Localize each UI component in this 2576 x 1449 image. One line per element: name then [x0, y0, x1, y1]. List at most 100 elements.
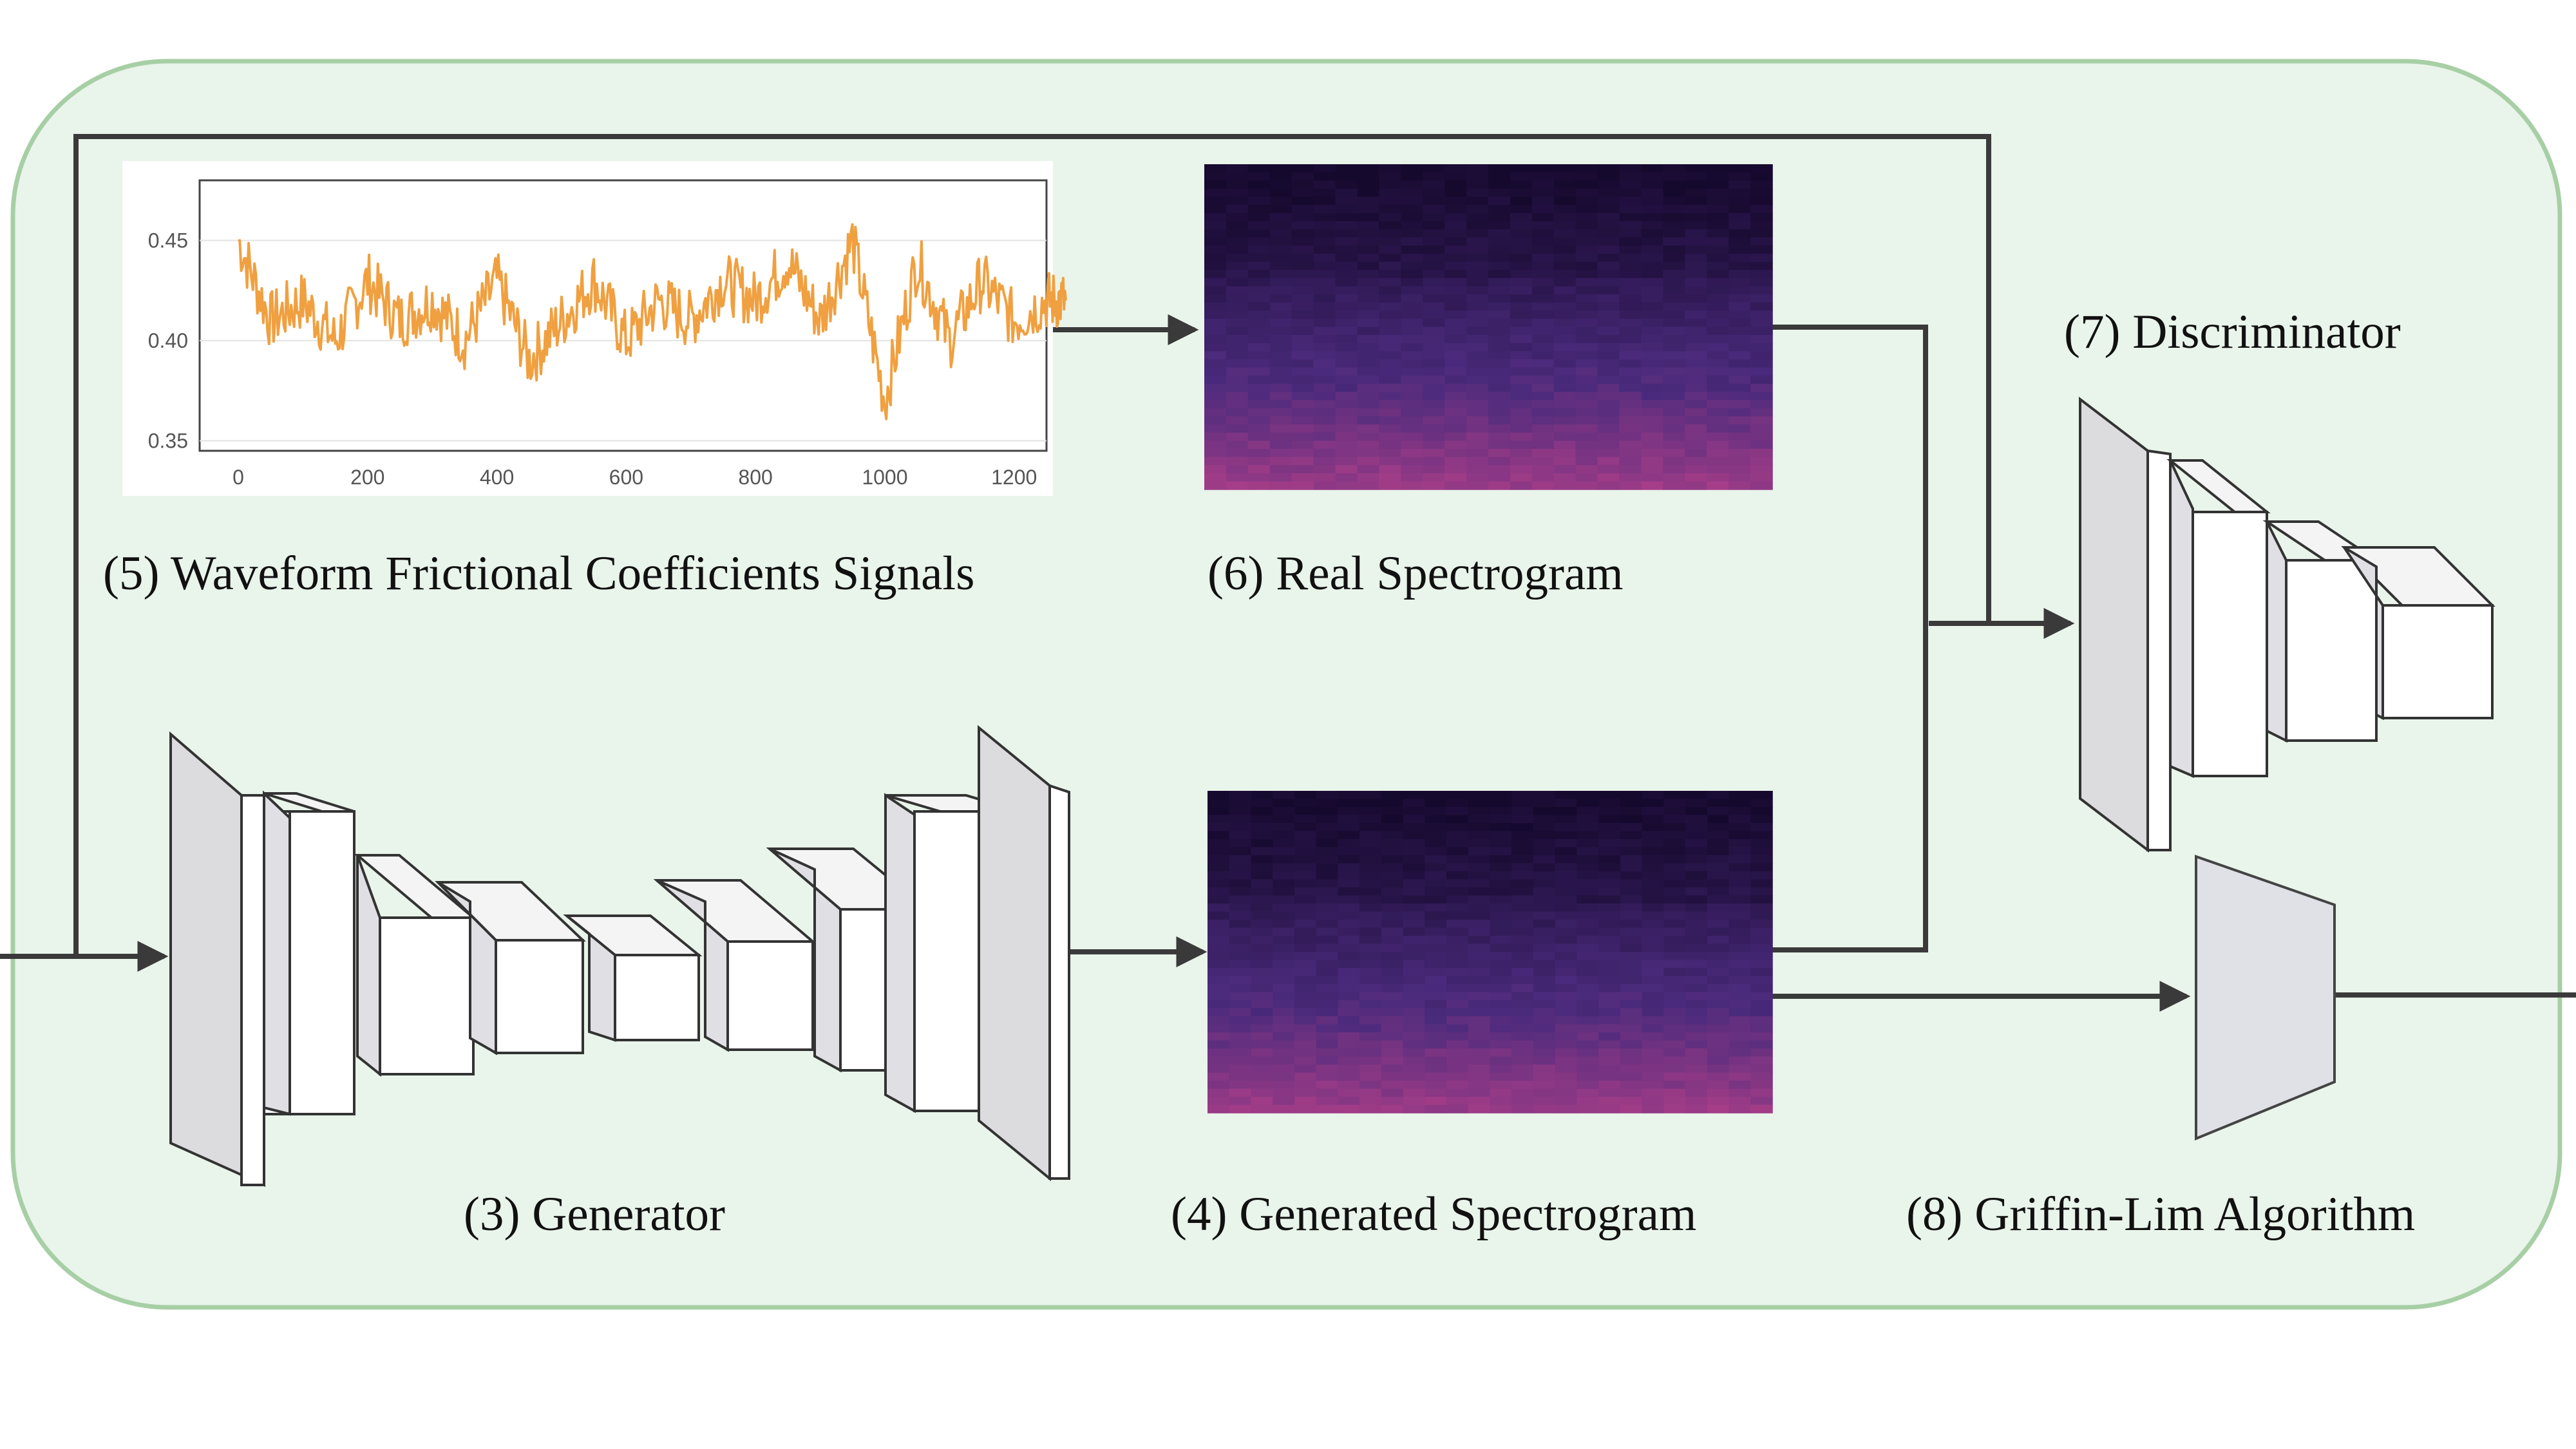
spectrogram-cell	[1251, 879, 1273, 888]
spectrogram-cell	[1379, 400, 1402, 409]
spectrogram-cell	[1247, 180, 1271, 189]
spectrogram-cell	[1208, 952, 1230, 961]
spectrogram-cell	[1533, 943, 1556, 952]
spectrogram-cell	[1642, 1016, 1665, 1025]
spectrogram-cell	[1294, 815, 1317, 824]
spectrogram-cell	[1663, 1065, 1686, 1074]
spectrogram-cell	[1313, 473, 1336, 482]
spectrogram-cell	[1226, 270, 1249, 279]
spectrogram-cell	[1379, 383, 1402, 393]
spectrogram-cell	[1490, 1000, 1512, 1009]
spectrogram-cell	[1685, 286, 1707, 295]
spectrogram-cell	[1619, 448, 1642, 458]
spectrogram-cell	[1597, 457, 1620, 466]
spectrogram-cell	[1750, 887, 1773, 896]
spectrogram-cell	[1291, 343, 1314, 352]
spectrogram-cell	[1468, 895, 1491, 904]
spectrogram-cell	[1642, 1032, 1665, 1041]
spectrogram-cell	[1359, 831, 1382, 840]
spectrogram-cell	[1446, 968, 1469, 977]
spectrogram-cell	[1468, 992, 1491, 1001]
spectrogram-cell	[1468, 855, 1491, 864]
spectrogram-cell	[1641, 392, 1664, 401]
spectrogram-cell	[1511, 863, 1534, 872]
spectrogram-cell	[1291, 408, 1314, 417]
spectrogram-cell	[1468, 1000, 1491, 1009]
spectrogram-cell	[1707, 1065, 1730, 1074]
spectrogram-cell	[1357, 213, 1380, 222]
spectrogram-cell	[1488, 375, 1511, 384]
spectrogram-cell	[1338, 823, 1360, 832]
spectrogram-cell	[1335, 229, 1358, 238]
spectrogram-cell	[1229, 1000, 1252, 1009]
spectrogram-cell	[1619, 270, 1642, 279]
spectrogram-cell	[1446, 831, 1469, 840]
spectrogram-cell	[1510, 473, 1533, 482]
spectrogram-cell	[1707, 294, 1729, 303]
spectrogram-cell	[1446, 1097, 1469, 1106]
spectrogram-cell	[1247, 375, 1271, 384]
spectrogram-cell	[1269, 302, 1293, 311]
spectrogram-cell	[1663, 960, 1686, 969]
spectrogram-cell	[1269, 253, 1293, 263]
spectrogram-cell	[1728, 863, 1751, 872]
spectrogram-cell	[1728, 424, 1751, 433]
spectrogram-cell	[1642, 960, 1665, 969]
spectrogram-cell	[1294, 1008, 1317, 1017]
spectrogram-cell	[1229, 807, 1252, 816]
spectrogram-cell	[1533, 1104, 1556, 1113]
spectrogram-cell	[1204, 188, 1227, 198]
spectrogram-cell	[1446, 847, 1469, 856]
spectrogram-cell	[1707, 936, 1730, 945]
spectrogram-cell	[1247, 229, 1271, 238]
spectrogram-cell	[1294, 984, 1317, 993]
spectrogram-cell	[1685, 302, 1707, 311]
spectrogram-cell	[1685, 1024, 1708, 1033]
spectrogram-cell	[1750, 807, 1773, 816]
spectrogram-cell	[1357, 375, 1380, 384]
spectrogram-cell	[1707, 180, 1729, 189]
spectrogram-cell	[1707, 968, 1730, 977]
spectrogram-cell	[1466, 188, 1489, 198]
spectrogram-cell	[1226, 245, 1249, 254]
spectrogram-cell	[1663, 465, 1686, 474]
spectrogram-cell	[1575, 416, 1598, 425]
spectrogram-cell	[1685, 335, 1707, 344]
spectrogram-cell	[1598, 1040, 1621, 1049]
spectrogram-cell	[1401, 335, 1423, 344]
spectrogram-cell	[1511, 1016, 1534, 1025]
spectrogram-cell	[1663, 1032, 1686, 1041]
spectrogram-cell	[1750, 465, 1773, 474]
spectrogram-cell	[1750, 327, 1773, 336]
spectrogram-cell	[1338, 904, 1360, 913]
spectrogram-cell	[1425, 992, 1447, 1001]
spectrogram-cell	[1335, 188, 1358, 198]
spectrogram-cell	[1294, 936, 1317, 945]
spectrogram-cell	[1204, 318, 1227, 328]
spectrogram-cell	[1553, 375, 1577, 384]
spectrogram-cell	[1531, 343, 1555, 352]
spectrogram-cell	[1663, 408, 1686, 417]
spectrogram-cell	[1728, 1016, 1751, 1025]
spectrogram-cell	[1685, 791, 1708, 800]
spectrogram-cell	[1466, 180, 1489, 189]
spectrogram-cell	[1663, 424, 1686, 433]
spectrogram-cell	[1685, 887, 1708, 896]
spectrogram-cell	[1510, 416, 1533, 425]
spectrogram-cell	[1620, 871, 1643, 880]
spectrogram-cell	[1663, 253, 1686, 263]
spectrogram-cell	[1338, 863, 1360, 872]
spectrogram-cell	[1273, 943, 1295, 952]
spectrogram-cell	[1663, 335, 1686, 344]
spectrogram-cell	[1511, 1104, 1534, 1113]
spectrogram-cell	[1291, 327, 1314, 336]
spectrogram-cell	[1381, 847, 1404, 856]
spectrogram-cell	[1247, 310, 1271, 319]
spectrogram-cell	[1663, 1040, 1686, 1049]
spectrogram-cell	[1555, 1008, 1578, 1017]
spectrogram-cell	[1663, 839, 1686, 848]
spectrogram-cell	[1511, 1081, 1534, 1090]
spectrogram-cell	[1663, 1104, 1686, 1113]
spectrogram-cell	[1685, 1056, 1708, 1065]
spectrogram-cell	[1401, 294, 1423, 303]
